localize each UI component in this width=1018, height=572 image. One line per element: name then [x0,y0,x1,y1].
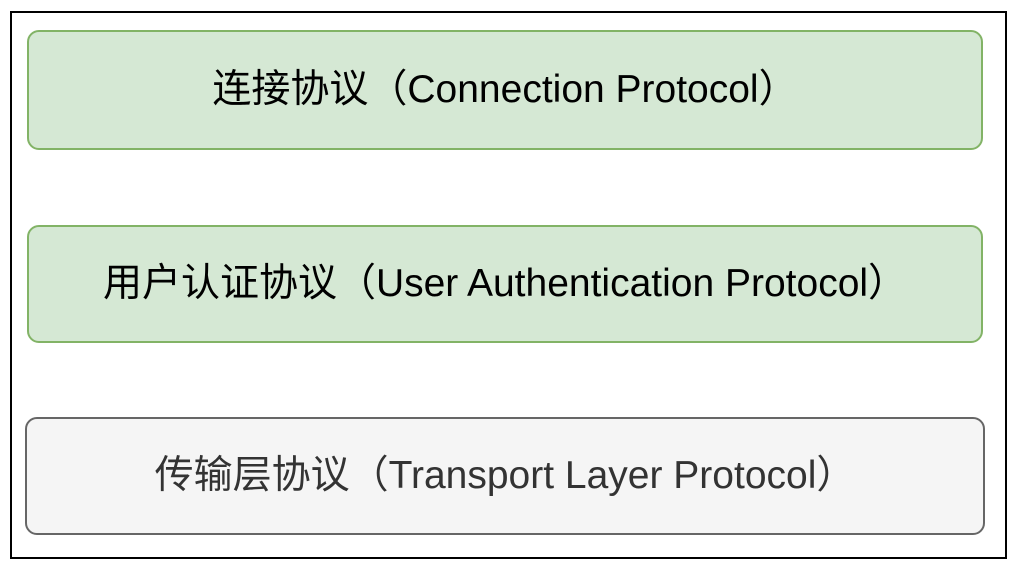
layer-user-authentication-protocol-label: 用户认证协议（User Authentication Protocol） [102,261,908,305]
diagram-frame [10,11,1007,559]
layer-connection-protocol-label: 连接协议（Connection Protocol） [212,67,798,111]
layer-user-authentication-protocol: 用户认证协议（User Authentication Protocol） [27,225,983,343]
layer-transport-layer-protocol: 传输层协议（Transport Layer Protocol） [25,417,985,535]
layer-connection-protocol: 连接协议（Connection Protocol） [27,30,983,150]
layer-transport-layer-protocol-label: 传输层协议（Transport Layer Protocol） [154,453,856,497]
